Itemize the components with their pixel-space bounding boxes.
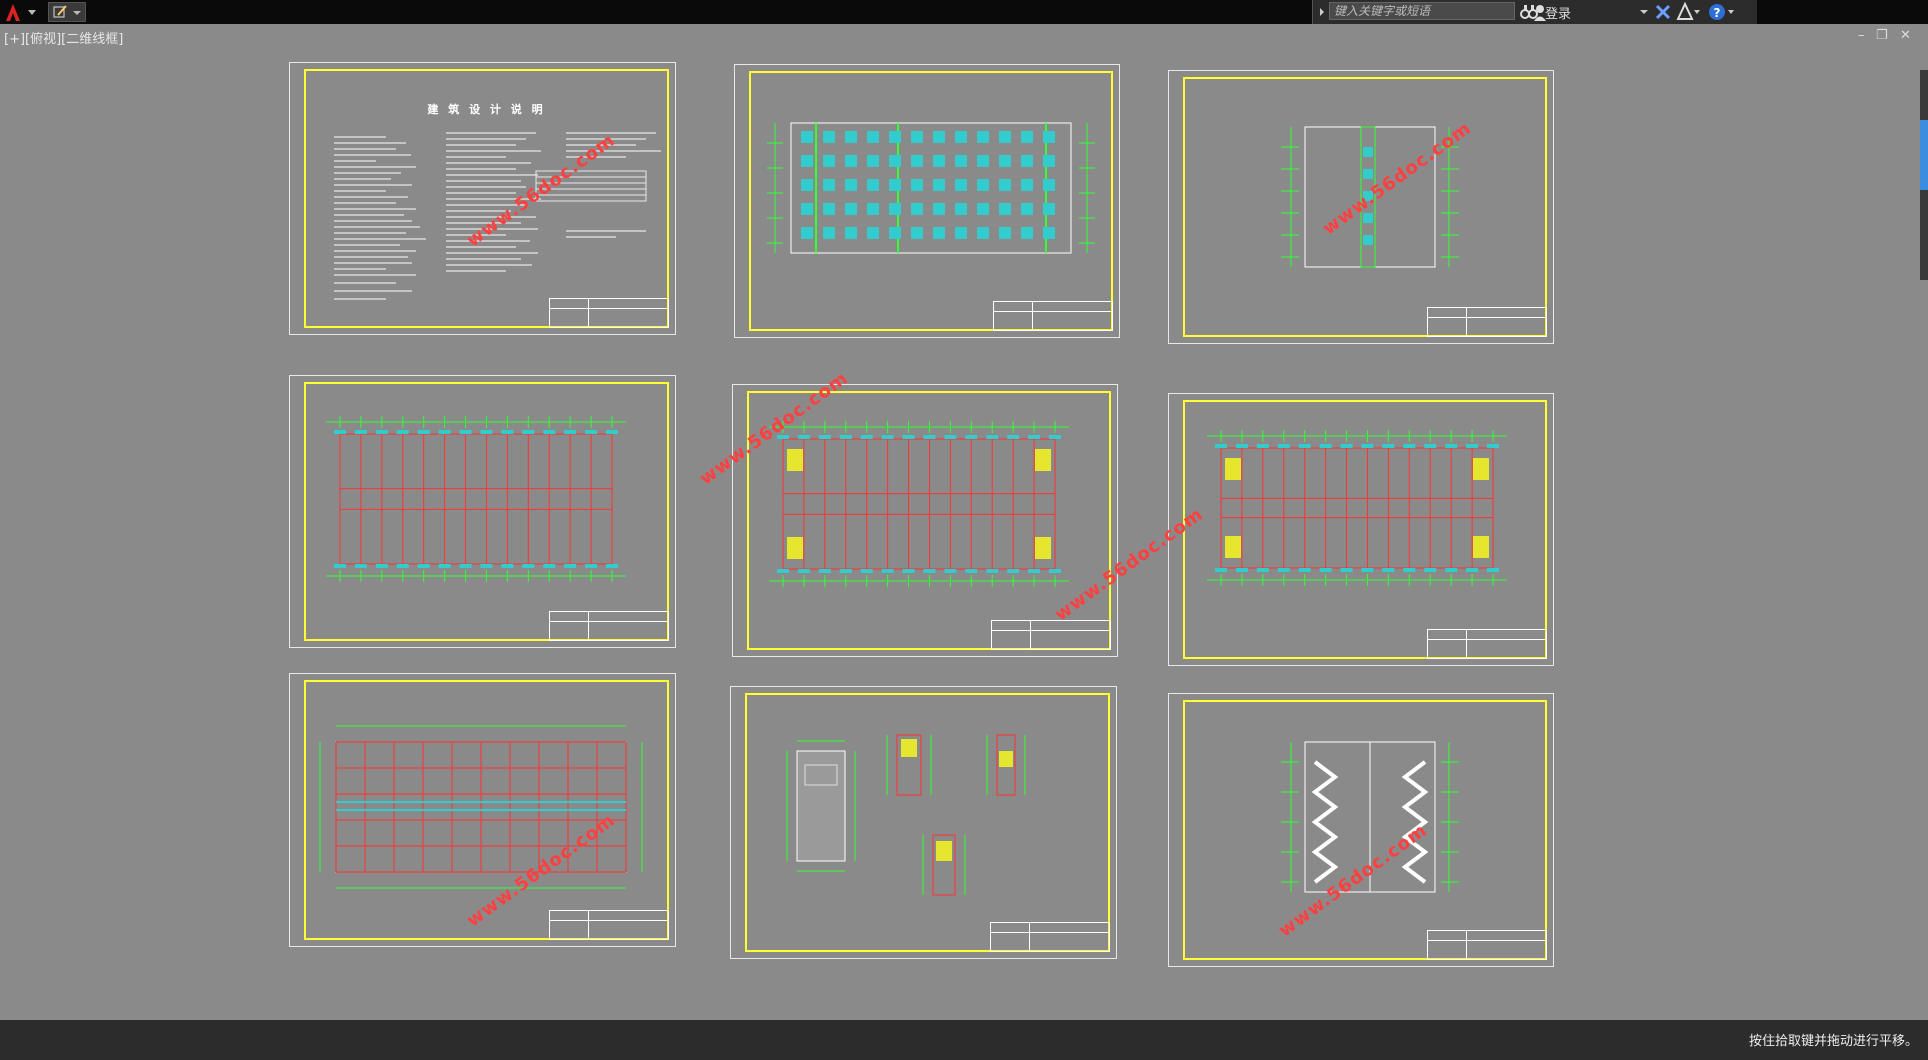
sheet-border	[304, 680, 669, 940]
binoculars-icon[interactable]	[1519, 0, 1539, 24]
drawing-sheet-side-elevation	[1168, 70, 1554, 344]
sheet-border	[1183, 400, 1547, 659]
title-block	[1427, 307, 1547, 337]
close-icon[interactable]: ✕	[1900, 28, 1911, 43]
sheet-border	[1183, 700, 1547, 960]
drawing-sheet-upper-floor-plan	[1168, 393, 1554, 666]
viewport-controls[interactable]: [+][俯视][二维线框]	[4, 32, 124, 47]
title-block	[991, 620, 1111, 650]
sheet-border: 建 筑 设 计 说 明	[304, 69, 669, 328]
title-block	[1427, 930, 1547, 960]
floor-plan-drawing	[1207, 430, 1507, 586]
title-block	[990, 922, 1110, 952]
section-drawing	[1281, 741, 1459, 893]
sheet-border	[304, 382, 669, 641]
sheet-heading: 建 筑 设 计 说 明	[427, 103, 546, 116]
title-block	[549, 298, 669, 328]
minimize-icon[interactable]: –	[1858, 28, 1865, 43]
sheet-border	[1183, 77, 1547, 337]
drawing-sheet-roof-plan	[289, 673, 676, 947]
restore-icon[interactable]: ❐	[1876, 28, 1888, 43]
status-bar: 按住拾取键并拖动进行平移。	[0, 1020, 1928, 1060]
floor-plan-drawing	[326, 416, 626, 582]
quick-access-toolbar-button[interactable]	[48, 2, 86, 22]
vertical-scrollbar[interactable]	[1920, 70, 1928, 280]
login-dropdown-icon[interactable]	[1639, 0, 1649, 24]
scrollbar-thumb[interactable]	[1920, 120, 1928, 190]
sheet-border	[747, 391, 1111, 650]
expand-arrow-icon[interactable]	[1317, 0, 1327, 24]
title-block	[993, 301, 1113, 331]
top-toolbar: 键入关键字或短语 登录 ?	[0, 0, 1928, 24]
elevation-drawing	[767, 122, 1095, 254]
info-center: 键入关键字或短语 登录 ?	[1312, 0, 1757, 24]
svg-text:?: ?	[1714, 6, 1721, 20]
title-block	[549, 611, 669, 641]
floor-plan-drawing	[769, 421, 1069, 587]
title-block	[1427, 629, 1547, 659]
search-input[interactable]: 键入关键字或短语	[1329, 2, 1515, 20]
status-message: 按住拾取键并拖动进行平移。	[1748, 1034, 1918, 1049]
edit-icon	[53, 5, 81, 18]
help-icon[interactable]: ?	[1707, 0, 1735, 24]
drawing-sheet-design-notes: 建 筑 设 计 说 明	[289, 62, 676, 335]
autocad-logo-icon	[6, 4, 36, 21]
application-menu-button[interactable]	[2, 1, 40, 23]
roof-plan-drawing	[319, 725, 643, 889]
sheet-border	[749, 71, 1113, 331]
drawing-sheet-stair-details	[730, 686, 1117, 959]
drawing-sheet-first-floor-plan	[289, 375, 676, 648]
login-link[interactable]: 登录	[1545, 7, 1572, 22]
drawing-sheet-front-elevation	[734, 64, 1120, 338]
stair-detail-drawings	[786, 734, 1026, 896]
drawing-sheet-section	[1168, 693, 1554, 967]
notes-text-block	[334, 132, 661, 300]
exchange-apps-icon[interactable]	[1653, 0, 1673, 24]
autodesk-a360-icon[interactable]	[1675, 0, 1701, 24]
title-block	[549, 910, 669, 940]
sheet-border	[745, 693, 1110, 952]
drawing-sheet-typical-floor-plan	[732, 384, 1118, 657]
user-icon	[1534, 5, 1546, 21]
side-elevation-drawing	[1281, 126, 1459, 268]
